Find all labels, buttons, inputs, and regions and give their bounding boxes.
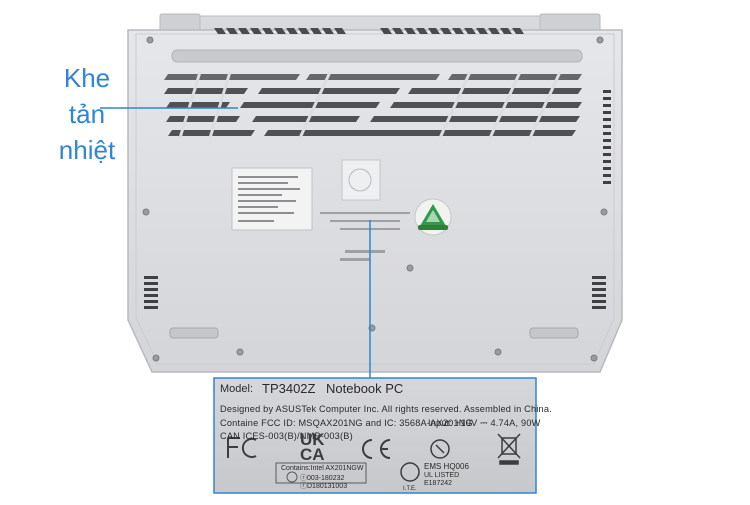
designed-by-line: Designed by ASUSTek Computer Inc. All ri… bbox=[220, 404, 552, 414]
screws bbox=[142, 36, 608, 362]
product-type: Notebook PC bbox=[326, 381, 404, 396]
heat-vent-annotation: Khe tản nhiệt bbox=[42, 60, 132, 168]
weee-bin-icon bbox=[497, 433, 521, 465]
ukca-logo: UK CA bbox=[300, 430, 325, 464]
rubber-foot-right bbox=[529, 327, 579, 339]
ul-listed-text: UL LISTED bbox=[424, 472, 460, 479]
approval-code-1: ⓡ003-180232 bbox=[300, 475, 345, 482]
annotation-line-2: tản bbox=[68, 99, 106, 129]
rubber-foot-left bbox=[169, 327, 219, 339]
model-value: TP3402Z bbox=[262, 381, 316, 396]
regulatory-sticker bbox=[231, 167, 313, 231]
ce-logo bbox=[362, 439, 391, 459]
model-prefix: Model: bbox=[220, 383, 254, 395]
ems-code: EMS HQ006 bbox=[424, 462, 469, 471]
ite-mark: I.T.E. bbox=[403, 486, 417, 492]
ul-code: E187242 bbox=[424, 480, 453, 487]
fcc-logo bbox=[227, 437, 257, 458]
ukca-bottom: CA bbox=[300, 445, 325, 464]
module-contains: Contains:Intel AX201NGW bbox=[281, 465, 364, 472]
ices-line: CAN ICES-003(B)/NMB-003(B) bbox=[220, 431, 353, 441]
top-vent-slots bbox=[214, 28, 524, 34]
energy-badge bbox=[414, 198, 452, 236]
fcc-id-line: Containe FCC ID: MSQAX201NG and IC: 3568… bbox=[220, 418, 473, 428]
laptop-body bbox=[127, 29, 623, 373]
approval-code-2: ⓡD180131003 bbox=[300, 483, 348, 490]
side-vent-left bbox=[144, 276, 158, 309]
approval-mark bbox=[275, 462, 367, 484]
callout-frame bbox=[213, 377, 537, 494]
annotation-line-1: Khe bbox=[63, 63, 111, 93]
annotation-line-3: nhiệt bbox=[58, 135, 116, 165]
power-rating: Input: +19V ⎓ 4.74A, 90W bbox=[428, 418, 541, 428]
ukca-top: UK bbox=[300, 430, 325, 449]
recycling-logo bbox=[430, 439, 450, 459]
side-vent-right bbox=[603, 90, 611, 184]
ul-listed-logo bbox=[400, 462, 420, 482]
